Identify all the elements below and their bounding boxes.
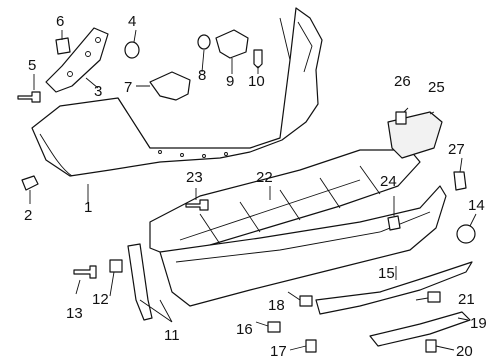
bolt-part-5 xyxy=(17,91,41,103)
callout-6: 6 xyxy=(56,13,64,30)
tab-part-6 xyxy=(55,37,71,55)
clip-part-24 xyxy=(387,215,401,231)
callout-15: 15 xyxy=(378,265,395,282)
callout-23: 23 xyxy=(186,169,203,186)
callout-13: 13 xyxy=(66,305,83,322)
deflector-part-19 xyxy=(369,311,471,347)
callout-1: 1 xyxy=(84,199,92,216)
bracket-part-9 xyxy=(215,29,249,59)
bumper-cover-upper xyxy=(31,7,323,177)
lower-cover-crease xyxy=(175,211,431,263)
callout-4: 4 xyxy=(128,13,136,30)
callout-10: 10 xyxy=(248,73,265,90)
callout-25: 25 xyxy=(428,79,445,96)
callout-17: 17 xyxy=(270,343,287,360)
callout-8: 8 xyxy=(198,67,206,84)
bracket-part-7 xyxy=(149,71,191,101)
callout-24: 24 xyxy=(380,173,397,190)
deflector-part-15 xyxy=(315,261,473,315)
leader-lines xyxy=(29,29,477,351)
clip-part-12 xyxy=(109,259,123,273)
bolt-part-13 xyxy=(73,265,97,279)
callout-16: 16 xyxy=(236,321,253,338)
callout-2: 2 xyxy=(24,207,32,224)
callout-3: 3 xyxy=(94,83,102,100)
cap-part-4 xyxy=(124,41,140,59)
clip-part-21 xyxy=(427,291,441,303)
callout-7: 7 xyxy=(124,79,132,96)
clip-part-18 xyxy=(299,295,313,307)
lower-bracket-part-11 xyxy=(127,243,153,321)
clip-part-8 xyxy=(197,34,211,50)
bolt-part-10 xyxy=(253,49,263,69)
callout-12: 12 xyxy=(92,291,109,308)
callout-26: 26 xyxy=(394,73,411,90)
callout-27: 27 xyxy=(448,141,465,158)
cap-part-14 xyxy=(456,224,476,244)
clip-part-27 xyxy=(453,171,467,191)
bolt-part-20 xyxy=(425,339,437,353)
bolt-part-17 xyxy=(305,339,317,353)
bolt-part-2 xyxy=(21,175,39,191)
bumper-cover-inner-line xyxy=(117,17,313,149)
bolt-part-23 xyxy=(185,199,209,211)
callout-11: 11 xyxy=(164,327,180,344)
callout-20: 20 xyxy=(456,343,473,360)
callout-14: 14 xyxy=(468,197,485,214)
impact-bar-ribs xyxy=(179,165,381,245)
callout-19: 19 xyxy=(470,315,487,332)
callout-22: 22 xyxy=(256,169,273,186)
bumper-cover-edge xyxy=(39,133,73,177)
callout-21: 21 xyxy=(458,291,475,308)
bracket-part-3 xyxy=(45,27,109,93)
callout-9: 9 xyxy=(226,73,234,90)
callout-18: 18 xyxy=(268,297,285,314)
clip-part-16 xyxy=(267,321,281,333)
bolt-part-26 xyxy=(395,111,407,125)
callout-5: 5 xyxy=(28,57,36,74)
